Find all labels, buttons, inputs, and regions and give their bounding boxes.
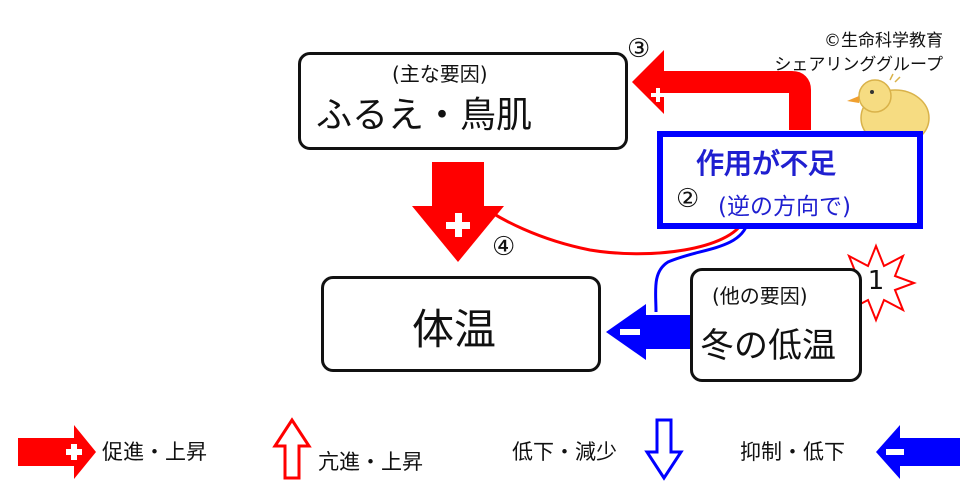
copyright-line-2: シェアリンググループ [774, 55, 943, 75]
legend-promote-arrow [18, 425, 96, 479]
shiver-main-label: ふるえ・鳥肌 [316, 95, 533, 136]
cold-box [690, 268, 862, 382]
legend-decrease-arrow [644, 418, 684, 481]
cold-sub-label: (他の要因) [712, 284, 808, 308]
deficit-title: 作用が不足 [696, 147, 837, 180]
deficit-box [657, 131, 923, 229]
step-3-label: ③ [627, 34, 651, 64]
body-temp-label: 体温 [412, 305, 497, 354]
copyright-line-1: ©生命科学教育 [824, 31, 943, 51]
legend-suppress-label: 抑制・低下 [740, 440, 845, 464]
legend-promote-label: 促進・上昇 [102, 440, 207, 464]
legend-decrease-label: 低下・減少 [512, 440, 617, 464]
legend-hyper-arrow [272, 417, 312, 480]
suppress-arrow [606, 304, 692, 360]
plus-icon [651, 88, 665, 102]
step-1-label: 1 [867, 266, 885, 296]
step-2-label: ② [676, 184, 700, 214]
shiver-box [298, 52, 628, 150]
reverse-effect-curve-red [475, 200, 746, 256]
plus-icon [446, 213, 470, 237]
reverse-effect-curve-blue [654, 221, 750, 313]
minus-icon [620, 329, 640, 335]
legend-hyper-label: 亢進・上昇 [318, 450, 423, 474]
body-temp-box [321, 276, 601, 372]
step-4-label: ④ [492, 232, 516, 262]
deficit-sub-label: (逆の方向で) [718, 194, 851, 220]
legend-suppress-arrow [876, 425, 960, 479]
shiver-sub-label: (主な要因) [392, 62, 488, 86]
minus-icon [886, 449, 904, 455]
cold-main-label: 冬の低温 [700, 326, 836, 366]
